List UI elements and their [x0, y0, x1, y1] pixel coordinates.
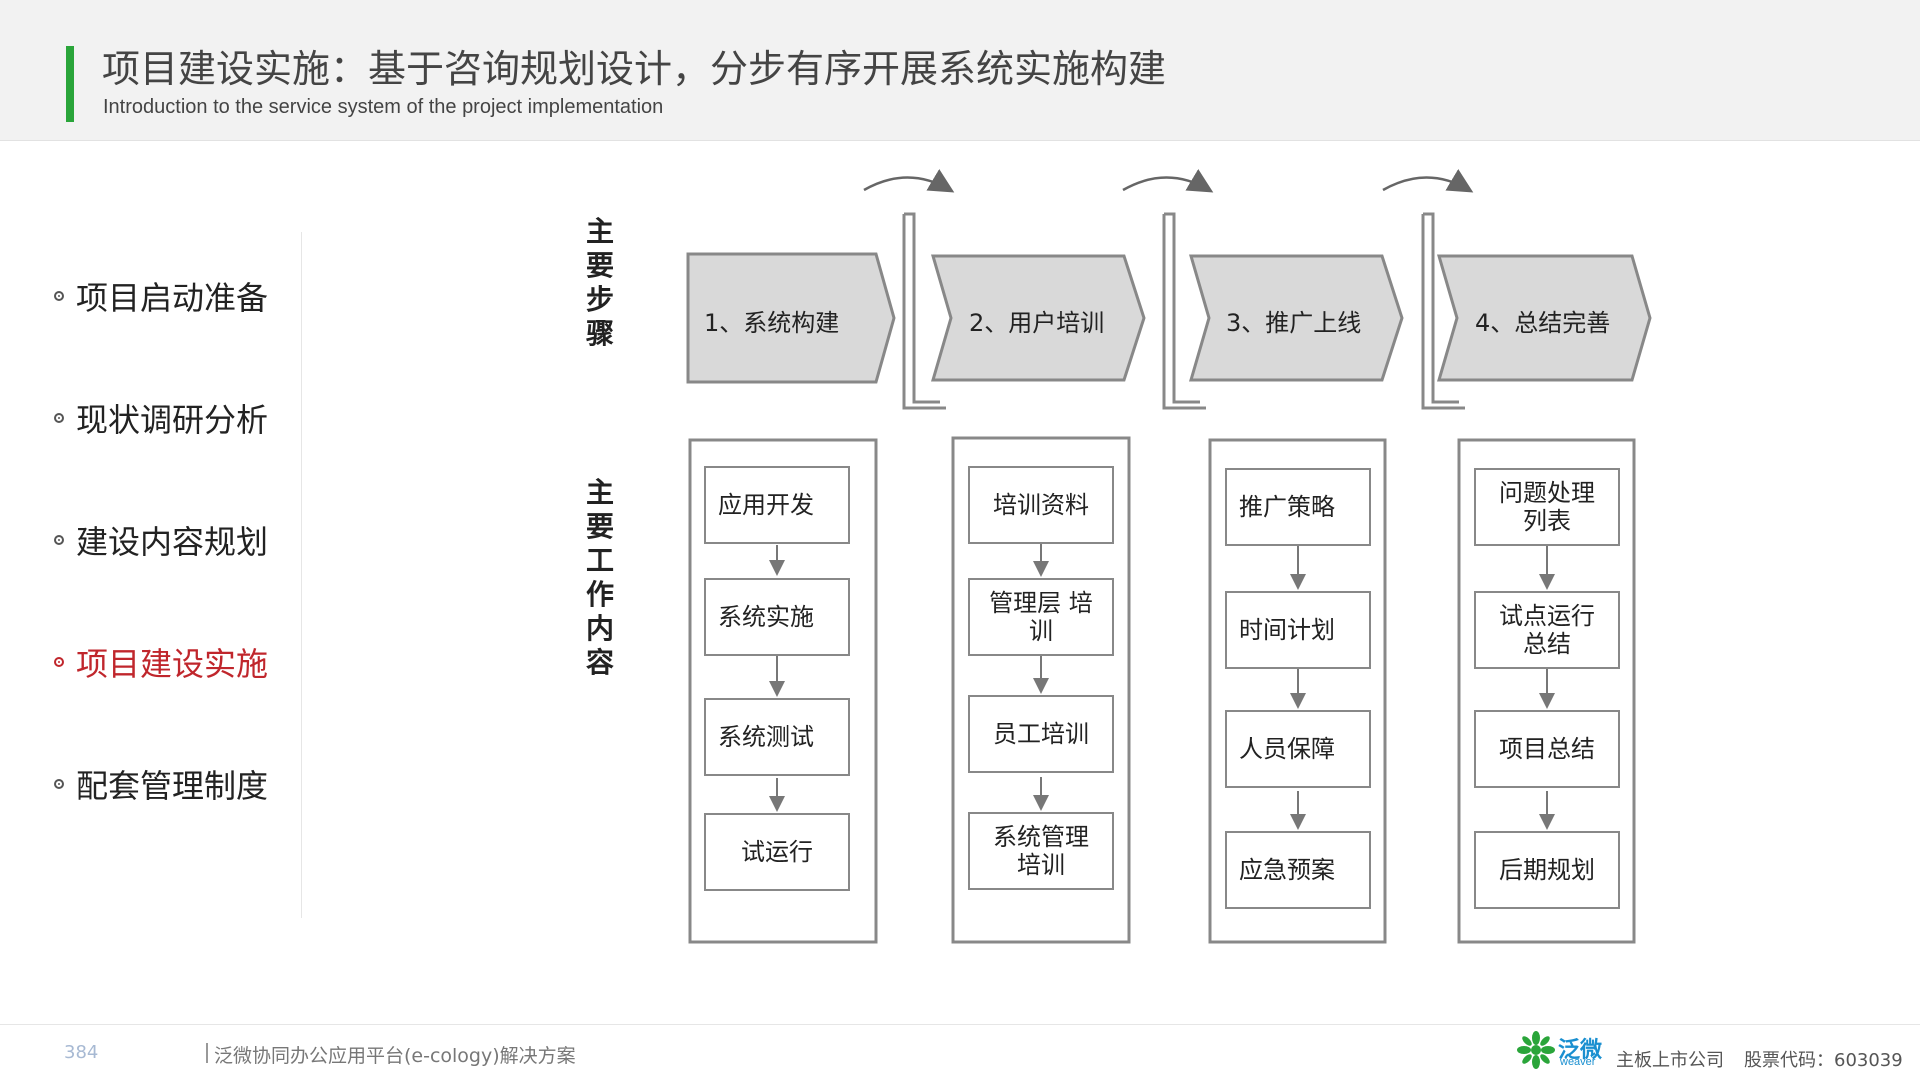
bullet-icon: [54, 413, 64, 423]
footer-title-text: 泛微协同办公应用平台(e-cology)解决方案: [214, 1045, 576, 1067]
task-label: 应用开发: [718, 491, 814, 519]
label-char: 步: [585, 283, 614, 316]
step-label: 2、用户培训: [969, 309, 1105, 337]
task-box: 时间计划: [1225, 591, 1371, 669]
page-header: 项目建设实施：基于咨询规划设计，分步有序开展系统实施构建 Introductio…: [0, 0, 1920, 141]
task-label: 问题处理 列表: [1499, 479, 1595, 535]
task-box: 系统管理 培训: [968, 812, 1114, 890]
stock-code: 股票代码：603039: [1744, 1050, 1903, 1071]
task-box: 试点运行 总结: [1474, 591, 1620, 669]
nav-item-project-start[interactable]: 项目启动准备: [54, 272, 268, 320]
nav-item-label: 项目启动准备: [76, 279, 269, 317]
stage-separator: [1421, 212, 1465, 410]
header-accent-bar: [66, 46, 74, 122]
task-box: 培训资料: [968, 466, 1114, 544]
curved-arrow: [1122, 169, 1214, 193]
task-box: 人员保障: [1225, 710, 1371, 788]
stage-separator: [1162, 212, 1206, 410]
task-box: 后期规划: [1474, 831, 1620, 909]
task-box: 试运行: [704, 813, 850, 891]
bullet-icon: [54, 657, 64, 667]
step-chevron: [931, 254, 1146, 382]
task-box: 管理层 培 训: [968, 578, 1114, 656]
task-label: 试运行: [741, 838, 813, 866]
brand-name: 泛微: [1558, 1038, 1603, 1063]
nav-item-label: 现状调研分析: [76, 401, 269, 439]
nav-item-label: 配套管理制度: [76, 767, 269, 805]
nav-item-implementation[interactable]: 项目建设实施: [54, 638, 268, 686]
task-box: 应用开发: [704, 466, 850, 544]
task-label: 培训资料: [993, 491, 1089, 519]
footer-divider: [0, 1024, 1920, 1025]
task-box: 系统实施: [704, 578, 850, 656]
label-char: 工: [585, 544, 614, 577]
label-char: 容: [585, 646, 614, 679]
nav-divider: [301, 232, 302, 918]
task-label: 试点运行 总结: [1499, 602, 1595, 658]
task-label: 员工培训: [993, 720, 1089, 748]
task-label: 后期规划: [1499, 856, 1595, 884]
step-chevron: [686, 252, 896, 384]
work-vertical-label: 主 要 工 作 内 容: [580, 476, 620, 680]
nav-item-management-system[interactable]: 配套管理制度: [54, 760, 268, 808]
task-label: 人员保障: [1239, 735, 1335, 763]
task-label: 应急预案: [1239, 856, 1335, 884]
stage-separator: [902, 212, 946, 410]
bullet-icon: [54, 779, 64, 789]
steps-vertical-label: 主 要 步 骤: [580, 215, 620, 351]
task-label: 系统实施: [718, 603, 814, 631]
label-char: 主: [585, 215, 614, 248]
task-box: 系统测试: [704, 698, 850, 776]
brand-sub: weaver: [1560, 1056, 1596, 1068]
task-box: 问题处理 列表: [1474, 468, 1620, 546]
label-char: 要: [585, 249, 614, 282]
bullet-icon: [54, 291, 64, 301]
label-char: 主: [585, 476, 614, 509]
curved-arrow: [1382, 169, 1474, 193]
step-chevron: [1189, 254, 1404, 382]
step-label: 3、推广上线: [1226, 309, 1362, 337]
task-box: 项目总结: [1474, 710, 1620, 788]
step-chevron: [1437, 254, 1652, 382]
task-label: 系统测试: [718, 723, 814, 751]
label-char: 骤: [585, 317, 614, 350]
curved-arrow: [863, 169, 955, 193]
step-label: 4、总结完善: [1475, 309, 1611, 337]
task-label: 推广策略: [1239, 493, 1335, 521]
task-label: 系统管理 培训: [993, 823, 1089, 879]
task-label: 时间计划: [1239, 616, 1335, 644]
step-label: 1、系统构建: [704, 309, 840, 337]
page-title: 项目建设实施：基于咨询规划设计，分步有序开展系统实施构建: [102, 47, 1167, 91]
task-box: 推广策略: [1225, 468, 1371, 546]
footer-title: 泛微协同办公应用平台(e-cology)解决方案: [206, 1041, 576, 1068]
task-label: 项目总结: [1499, 735, 1595, 763]
section-nav: 项目启动准备 现状调研分析 建设内容规划 项目建设实施 配套管理制度: [54, 232, 304, 922]
task-box: 员工培训: [968, 695, 1114, 773]
task-label: 管理层 培 训: [989, 589, 1093, 645]
weaver-logo-icon: [1517, 1031, 1555, 1069]
bullet-icon: [54, 535, 64, 545]
page-number: 384: [64, 1042, 99, 1063]
nav-item-status-research[interactable]: 现状调研分析: [54, 394, 268, 442]
nav-item-content-planning[interactable]: 建设内容规划: [54, 516, 268, 564]
page-subtitle: Introduction to the service system of th…: [103, 96, 664, 118]
brand-logo: 泛微 weaver: [1516, 1030, 1603, 1070]
label-char: 要: [585, 510, 614, 543]
label-char: 作: [585, 578, 614, 611]
nav-item-label: 建设内容规划: [76, 523, 269, 561]
task-box: 应急预案: [1225, 831, 1371, 909]
label-char: 内: [585, 612, 614, 645]
listed-company-label: 主板上市公司: [1616, 1050, 1724, 1071]
nav-item-label: 项目建设实施: [76, 645, 269, 683]
